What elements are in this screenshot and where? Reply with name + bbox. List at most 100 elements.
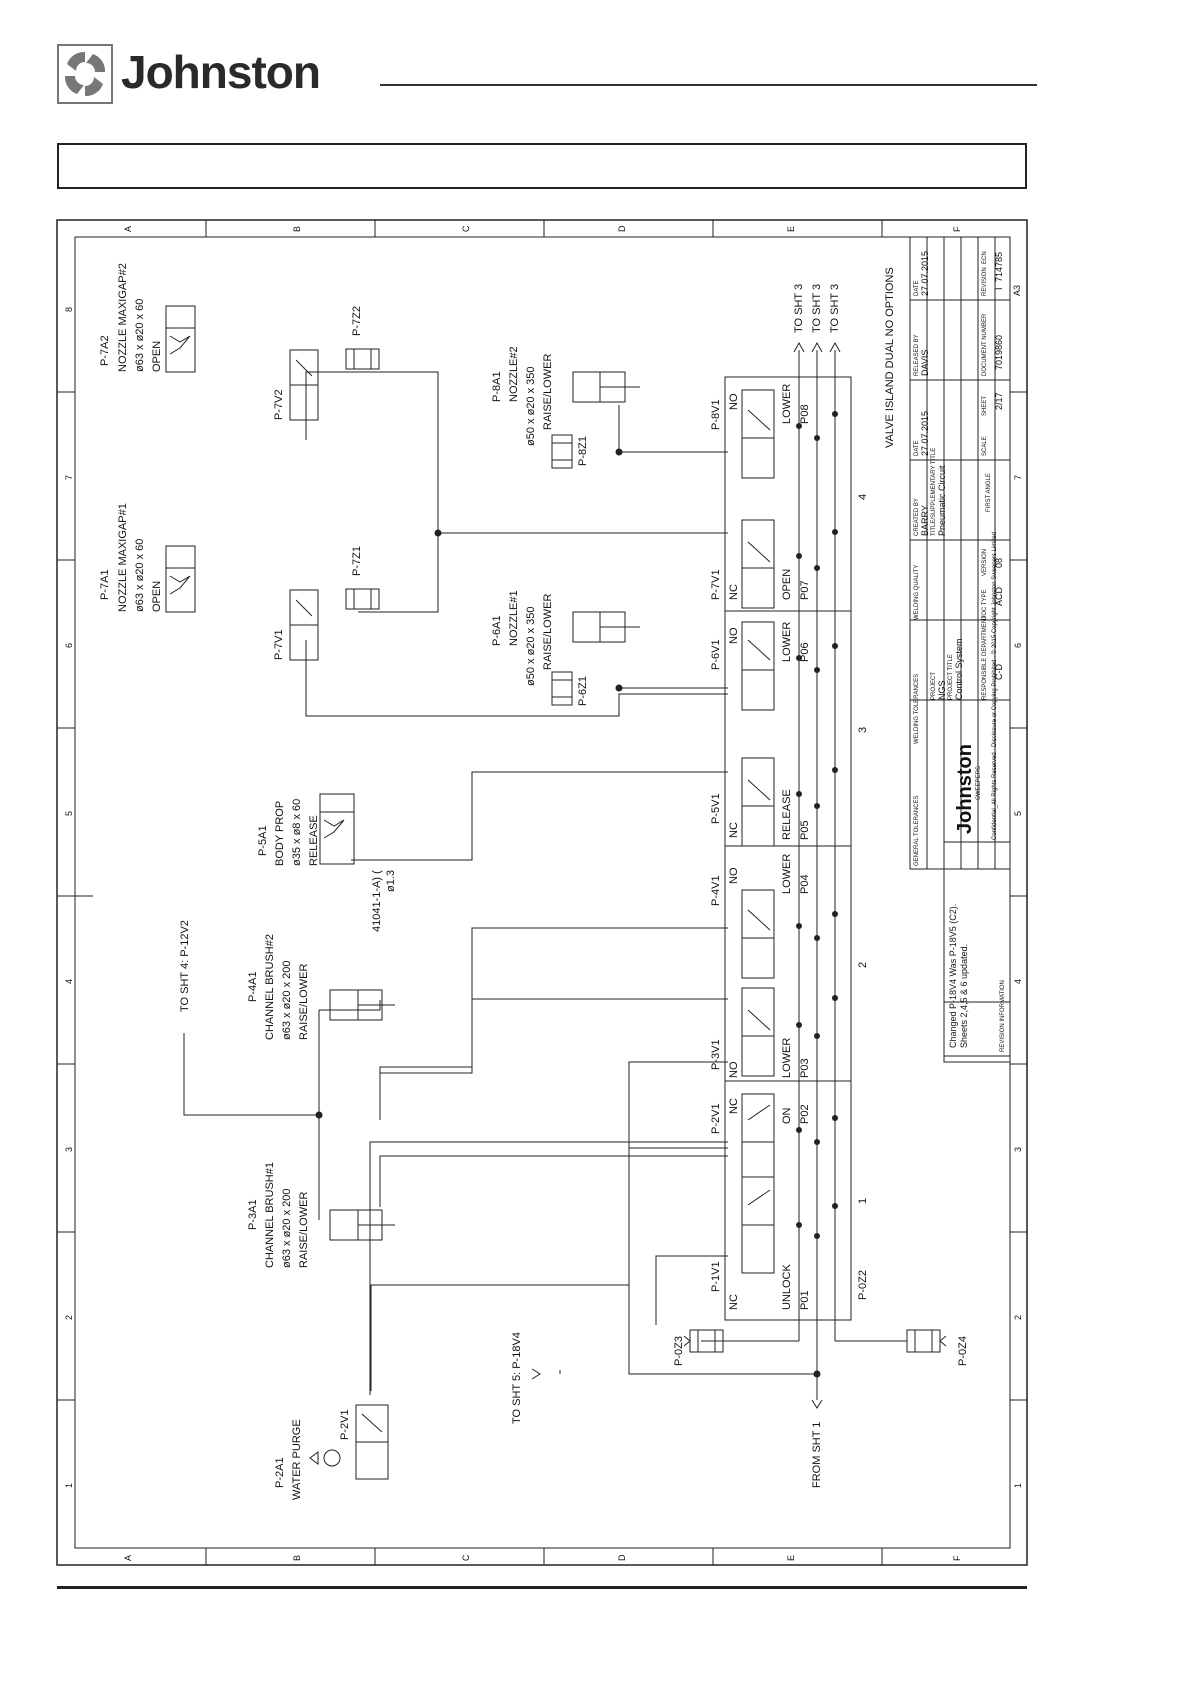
footer-rule <box>57 1586 1027 1589</box>
silencer-group-icon <box>345 348 573 706</box>
title-block-values: BARRY 27.07.2015 DAVIS 27.07.2015 NGS Pn… <box>920 251 1022 1048</box>
silencer-p7z1-label: P-7Z1 <box>351 546 363 576</box>
pilot-lines <box>305 371 817 1395</box>
tb-general-tol-label: GENERAL TOLERANCES <box>914 795 920 866</box>
tb-doc-type-label: DOC TYPE <box>982 589 988 620</box>
p7a2-func: OPEN <box>151 341 163 372</box>
grid-letter-bottom-e: E <box>786 1555 796 1561</box>
p3a1-func: RAISE/LOWER <box>298 1192 310 1268</box>
p6a1-name: NOZZLE#1 <box>508 590 520 646</box>
valve-1-id: P-1V1 <box>710 1261 722 1292</box>
valve-6-port: P06 <box>799 642 811 662</box>
section-label-3: 3 <box>857 727 869 733</box>
silencer-p0z4-label: P-0Z4 <box>957 1336 969 1366</box>
grid-number-right-6: 6 <box>1013 643 1023 648</box>
silencer-p0z3-icon <box>683 1329 724 1353</box>
p8a1-func: RAISE/LOWER <box>542 354 554 430</box>
p3a1-name: CHANNEL BRUSH#1 <box>264 1162 276 1268</box>
valve-8-func: LOWER <box>781 384 793 424</box>
cylinder-p7a2-icon <box>165 305 196 373</box>
valve-8-type: NO <box>728 393 740 410</box>
valve-7-func: OPEN <box>781 569 793 600</box>
tb-released-by-label: RELEASED BY <box>914 334 920 376</box>
grid-letter-top-b: B <box>292 226 302 232</box>
p5a1-name: BODY PROP <box>274 801 286 866</box>
valve-1-func: UNLOCK <box>781 1263 793 1310</box>
valve-8-port: P08 <box>799 404 811 424</box>
title-box <box>57 143 1027 189</box>
valve-5-id: P-5V1 <box>710 793 722 824</box>
p7a2-name: NOZZLE MAXIGAP#2 <box>117 263 129 372</box>
tb-project: NGS <box>937 680 947 700</box>
grid-number-right-2: 2 <box>1013 1315 1023 1320</box>
grid-number-left-5: 5 <box>64 811 74 816</box>
p6a1-size: ø50 x ø20 x 350 <box>525 607 537 687</box>
valve-island <box>724 376 852 1321</box>
grid-letter-top-d: D <box>617 225 627 232</box>
grid-number-right-4: 4 <box>1013 979 1023 984</box>
supply-rails <box>701 341 907 1409</box>
silencer-p0z4-icon <box>906 1329 947 1353</box>
tb-revision: I <box>994 287 1004 290</box>
p5a1-size: ø35 x ø8 x 60 <box>291 799 303 866</box>
silencer-labels: P-7Z2 P-7Z1 P-8Z1 P-6Z1 <box>351 306 589 706</box>
tb-size: A3 <box>1012 285 1022 296</box>
tb-created-by-label: CREATED BY <box>914 498 920 536</box>
tb-brand: Johnston <box>954 744 976 834</box>
circuit-title: VALVE ISLAND DUAL NO OPTIONS <box>884 267 896 448</box>
grid-letter-bottom-f: F <box>952 1555 962 1561</box>
tb-created-date: 27.07.2015 <box>920 411 930 456</box>
grid-number-right-3: 3 <box>1013 1147 1023 1152</box>
tb-release-date: 27.07.2015 <box>920 251 930 296</box>
title-block-labels: GENERAL TOLERANCES WELDING TOLERANCES WE… <box>914 251 1006 1052</box>
tb-supp-title: Pneumatic Circuit <box>937 465 947 536</box>
cylinder-p3a1-icon <box>329 1209 395 1241</box>
valve-2-func: ON <box>781 1107 793 1124</box>
grid-ticks <box>57 220 1027 1565</box>
valve-4-type: NO <box>728 867 740 884</box>
p8a1-tag: P-8A1 <box>491 371 503 402</box>
to-sht4-label: TO SHT 4: P-12V2 <box>179 920 191 1012</box>
p4a1-func: RAISE/LOWER <box>298 964 310 1040</box>
valve-7-id: P-7V1 <box>710 569 722 600</box>
tb-copyright: Confidential_All Rights Reserved · Discl… <box>991 532 998 840</box>
p5a1-func: RELEASE <box>308 815 320 866</box>
tb-sheet: 2/17 <box>994 392 1004 410</box>
grid-letter-top-e: E <box>786 226 796 232</box>
valve-3-id: P-3V1 <box>710 1039 722 1070</box>
section-label-2: 2 <box>857 962 869 968</box>
p6a1-func: RAISE/LOWER <box>542 594 554 670</box>
aux-valve-p7v2-icon <box>289 349 319 421</box>
brand-name: Johnston <box>121 46 321 98</box>
page-header: Johnston <box>57 38 1037 118</box>
valve-8-id: P-8V1 <box>710 399 722 430</box>
valve-1-port: P01 <box>799 1290 811 1310</box>
valve-3-type: NO <box>728 1061 740 1078</box>
p7a1-func: OPEN <box>151 581 163 612</box>
valve-2-type: NC <box>728 1098 740 1114</box>
grid-number-left-7: 7 <box>64 475 74 480</box>
tb-project-title: Control System <box>954 638 964 700</box>
p4a1-name: CHANNEL BRUSH#2 <box>264 934 276 1040</box>
valve-6-id: P-6V1 <box>710 639 722 670</box>
tb-resp-dept: C-D <box>994 664 1004 680</box>
cylinder-labels: P-7A2 NOZZLE MAXIGAP#2 ø63 x ø20 x 60 OP… <box>99 263 554 1500</box>
island-section-labels: 1 2 3 4 <box>857 494 869 1204</box>
valve-6-type: NO <box>728 627 740 644</box>
valve-3-port: P03 <box>799 1058 811 1078</box>
valve-4-func: LOWER <box>781 854 793 894</box>
grid-letter-bottom-c: C <box>461 1554 471 1561</box>
tb-project-title-label: PROJECT TITLE <box>948 654 954 700</box>
valve-5-type: NC <box>728 822 740 838</box>
tb-doc-number: 7019860 <box>994 335 1004 370</box>
valve-1-type: NC <box>728 1294 740 1310</box>
tb-project-label: PROJECT <box>931 672 937 700</box>
tb-supp-title-label: TITLE/SUPPLEMENTARY TITLE <box>931 448 937 536</box>
grid-number-left-4: 4 <box>64 979 74 984</box>
valve-6-func: LOWER <box>781 622 793 662</box>
cylinder-p2a1-icon <box>309 1449 341 1467</box>
valve-rail-taps <box>796 411 838 1239</box>
cylinder-p4a1-icon <box>329 989 395 1021</box>
tb-projection: FIRST ANGLE <box>986 473 992 512</box>
section-label-1: 1 <box>857 1198 869 1204</box>
